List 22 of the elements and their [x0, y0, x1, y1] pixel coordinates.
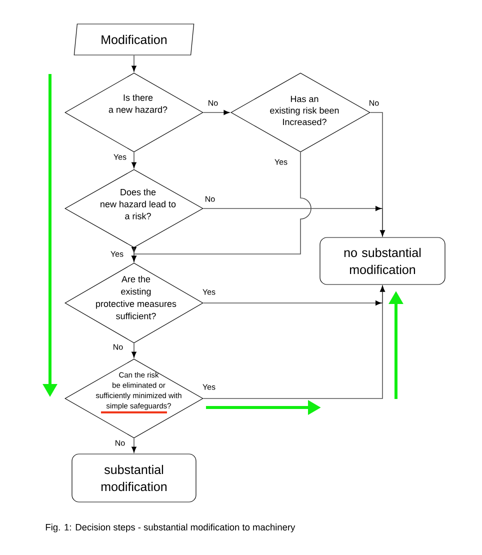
- start-parallelogram: Modification: [74, 24, 194, 56]
- caption: Fig. 1: Decision steps - substantial modification to machinery: [46, 524, 296, 532]
- edge-label: No: [114, 344, 123, 350]
- arrow: [132, 54, 136, 72]
- arrow: [202, 286, 385, 399]
- arrow: [132, 342, 136, 358]
- result-box: no substantial modification: [320, 237, 446, 285]
- edge-label: Yes: [274, 159, 288, 165]
- edge-label: No: [206, 196, 215, 202]
- arrow: [132, 152, 136, 168]
- arrow: [132, 247, 136, 262]
- edge-label: Yes: [110, 251, 124, 257]
- result-box: substantial modification: [72, 454, 196, 502]
- edge-label: Yes: [114, 154, 126, 160]
- edge-label: No: [370, 100, 379, 106]
- arrow: [132, 438, 136, 453]
- edge-label: Yes: [202, 384, 216, 390]
- arrow: [202, 206, 385, 236]
- arrow: [202, 110, 230, 115]
- edge-label: No: [116, 440, 125, 446]
- edge-label: No: [208, 100, 218, 106]
- edge-label: Yes: [202, 289, 216, 295]
